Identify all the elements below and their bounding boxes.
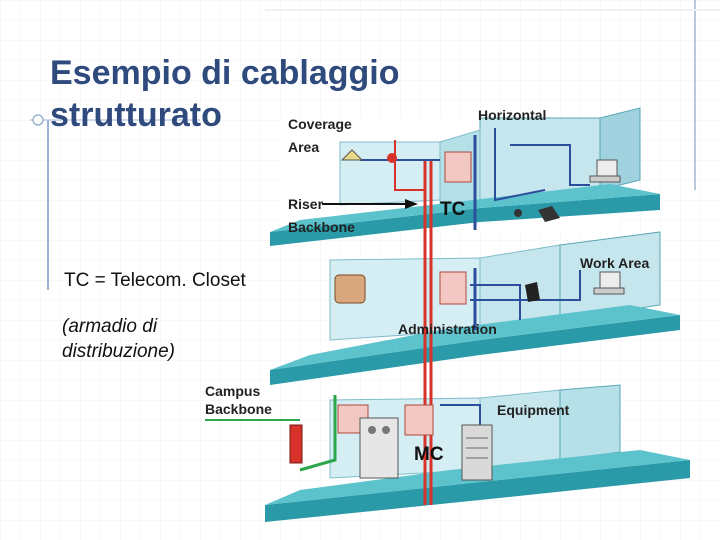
- label-work-area: Work Area: [580, 255, 649, 271]
- access-point-icon: [340, 149, 364, 161]
- label-campus-line1: Campus: [205, 383, 260, 399]
- horizontal-cable: [470, 284, 521, 320]
- patch-panels: [337, 151, 472, 436]
- phone-icon: [538, 206, 560, 222]
- phone-icon: [525, 282, 540, 302]
- floor-middle: [270, 231, 680, 385]
- devices: [289, 149, 625, 481]
- label-equipment: Equipment: [497, 402, 570, 418]
- campus-panel-icon: [289, 424, 303, 464]
- label-coverage-line2: Area: [288, 139, 319, 155]
- patch-panel-icon: [404, 404, 434, 436]
- horizontal-cable: [470, 270, 581, 301]
- floor-slab-top: [270, 305, 680, 370]
- pbx-icon: [359, 417, 399, 479]
- definition-text: TC = Telecom. Closet: [64, 270, 246, 291]
- floor-slab: [265, 460, 690, 522]
- computer-keyboard-icon: [589, 175, 621, 183]
- wall-jack-icon: [514, 209, 522, 217]
- floor-slab: [270, 315, 680, 385]
- computer-keyboard-icon: [593, 287, 625, 295]
- computer-icon: [596, 159, 618, 177]
- label-riser-line2: Backbone: [288, 219, 355, 235]
- horizontal-cable: [510, 144, 590, 186]
- accent-dot: [32, 114, 44, 126]
- label-administration: Administration: [398, 321, 497, 337]
- patch-panel-icon: [439, 271, 467, 305]
- floor-slab-top: [270, 184, 660, 232]
- server-icon: [461, 424, 493, 481]
- label-coverage-line1: Coverage: [288, 116, 352, 132]
- computer-icon: [599, 271, 621, 289]
- label-campus-line2: Backbone: [205, 401, 272, 417]
- slide-title-line1: Esempio di cablaggio: [50, 54, 400, 92]
- label-riser-line1: Riser: [288, 196, 324, 212]
- horizontal-cable: [494, 128, 546, 202]
- patch-panel-icon: [444, 151, 472, 183]
- campus-cable: [299, 395, 337, 472]
- arrow-head-icon: [405, 199, 418, 209]
- outlet-icon: [387, 153, 397, 163]
- riser-cables: [205, 140, 433, 505]
- note-text: (armadio di distribuzione): [62, 316, 175, 362]
- slide-title-line2: strutturato: [50, 96, 222, 134]
- pbx-knob-icon: [368, 426, 376, 434]
- slide-title: Esempio di cablaggio strutturato: [50, 52, 400, 136]
- pbx-knob-icon: [382, 426, 390, 434]
- floor-slab: [270, 194, 660, 246]
- wall: [559, 384, 621, 461]
- camera-icon: [334, 274, 366, 304]
- horizontal-cables: [360, 128, 590, 440]
- label-mc: MC: [414, 444, 444, 465]
- riser-arrow: [322, 199, 418, 209]
- label-tc: TC: [440, 199, 466, 220]
- label-horizontal: Horizontal: [478, 107, 546, 123]
